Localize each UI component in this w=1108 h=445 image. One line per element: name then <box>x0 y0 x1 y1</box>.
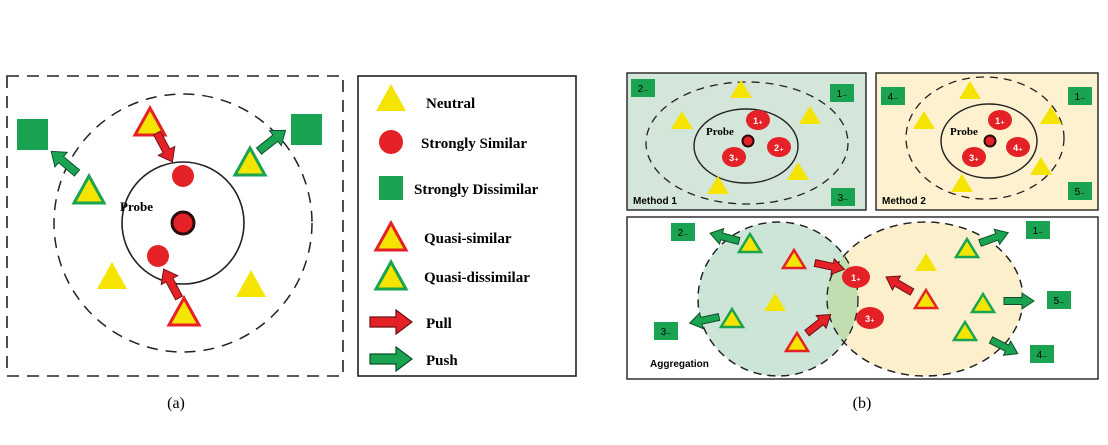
dissimilar-label: 4₋ <box>888 92 899 103</box>
panel-a-frame <box>6 75 344 377</box>
dissimilar-label: 5₋ <box>1075 187 1086 198</box>
dissimilar-label: 1₋ <box>1033 226 1044 237</box>
quasi-dissimilar-marker <box>72 174 106 205</box>
similar-label: 1₊ <box>995 116 1005 126</box>
neutral-marker <box>97 262 127 289</box>
legend-label: Pull <box>426 316 452 332</box>
panel-a: Probe (a) <box>6 75 344 412</box>
similar-label: 1₊ <box>851 273 861 283</box>
dissimilar-label: 1₋ <box>837 89 848 100</box>
legend-label: Quasi-similar <box>424 231 512 247</box>
panel-b-caption: (b) <box>853 395 872 412</box>
strongly-dissimilar-marker <box>291 114 322 145</box>
panel-a-caption: (a) <box>167 395 185 412</box>
dissimilar-label: 5₋ <box>1054 296 1065 307</box>
quasi-similar-marker <box>167 296 201 327</box>
inner-boundary <box>121 161 245 285</box>
similar-label: 4₊ <box>1013 143 1023 153</box>
legend-label: Strongly Similar <box>421 136 527 152</box>
method-1-title: Method 1 <box>633 196 677 207</box>
probe-label: Probe <box>950 126 978 138</box>
dissimilar-label: 3₋ <box>661 327 672 338</box>
method-2-box: 1₊ 4₊ 3₊ Probe 4₋ 1₋ 5₋ Method 2 <box>875 72 1099 211</box>
strongly-similar-marker <box>172 165 194 187</box>
legend-quasi-similar-icon <box>374 221 408 252</box>
similar-label: 3₊ <box>729 153 739 163</box>
aggregation-title: Aggregation <box>650 359 709 370</box>
similar-label: 1₊ <box>753 116 763 126</box>
method-2-title: Method 2 <box>882 196 926 207</box>
dissimilar-label: 3₋ <box>838 193 849 204</box>
legend-pull-icon <box>369 309 413 335</box>
legend-label: Push <box>426 353 458 369</box>
dissimilar-label: 2₋ <box>638 84 649 95</box>
probe-label: Probe <box>120 199 153 214</box>
dissimilar-label: 2₋ <box>678 228 689 239</box>
dissimilar-label: 4₋ <box>1037 350 1048 361</box>
legend-quasi-dissimilar-icon <box>374 260 408 291</box>
dissimilar-label: 1₋ <box>1075 92 1086 103</box>
legend-neutral-icon <box>376 84 406 111</box>
aggregation-box: 1₊ 3₊ 2₋ 3₋ 1₋ 5₋ 4₋ Aggregation <box>626 216 1099 380</box>
method-1-box: 1₊ 2₊ 3₊ Probe 2₋ 1₋ 3₋ Method 1 <box>626 72 867 211</box>
similar-label: 3₊ <box>969 153 979 163</box>
legend-label: Strongly Dissimilar <box>414 182 539 198</box>
legend-strongly-dissimilar-icon <box>379 176 403 200</box>
probe-marker <box>170 210 196 236</box>
legend-frame <box>357 75 577 377</box>
legend-push-icon <box>369 346 413 372</box>
legend-label: Neutral <box>426 96 475 112</box>
similar-label: 2₊ <box>774 143 784 153</box>
outer-boundary <box>53 93 313 353</box>
strongly-dissimilar-marker <box>17 119 48 150</box>
neutral-marker <box>236 270 266 297</box>
push-arrow <box>252 122 292 160</box>
probe-label: Probe <box>706 126 734 138</box>
strongly-similar-marker <box>147 245 169 267</box>
legend-label: Quasi-dissimilar <box>424 270 530 286</box>
legend-strongly-similar-icon <box>379 130 403 154</box>
similar-label: 3₊ <box>865 314 875 324</box>
legend: Neutral Strongly Similar Strongly Dissim… <box>357 75 577 377</box>
